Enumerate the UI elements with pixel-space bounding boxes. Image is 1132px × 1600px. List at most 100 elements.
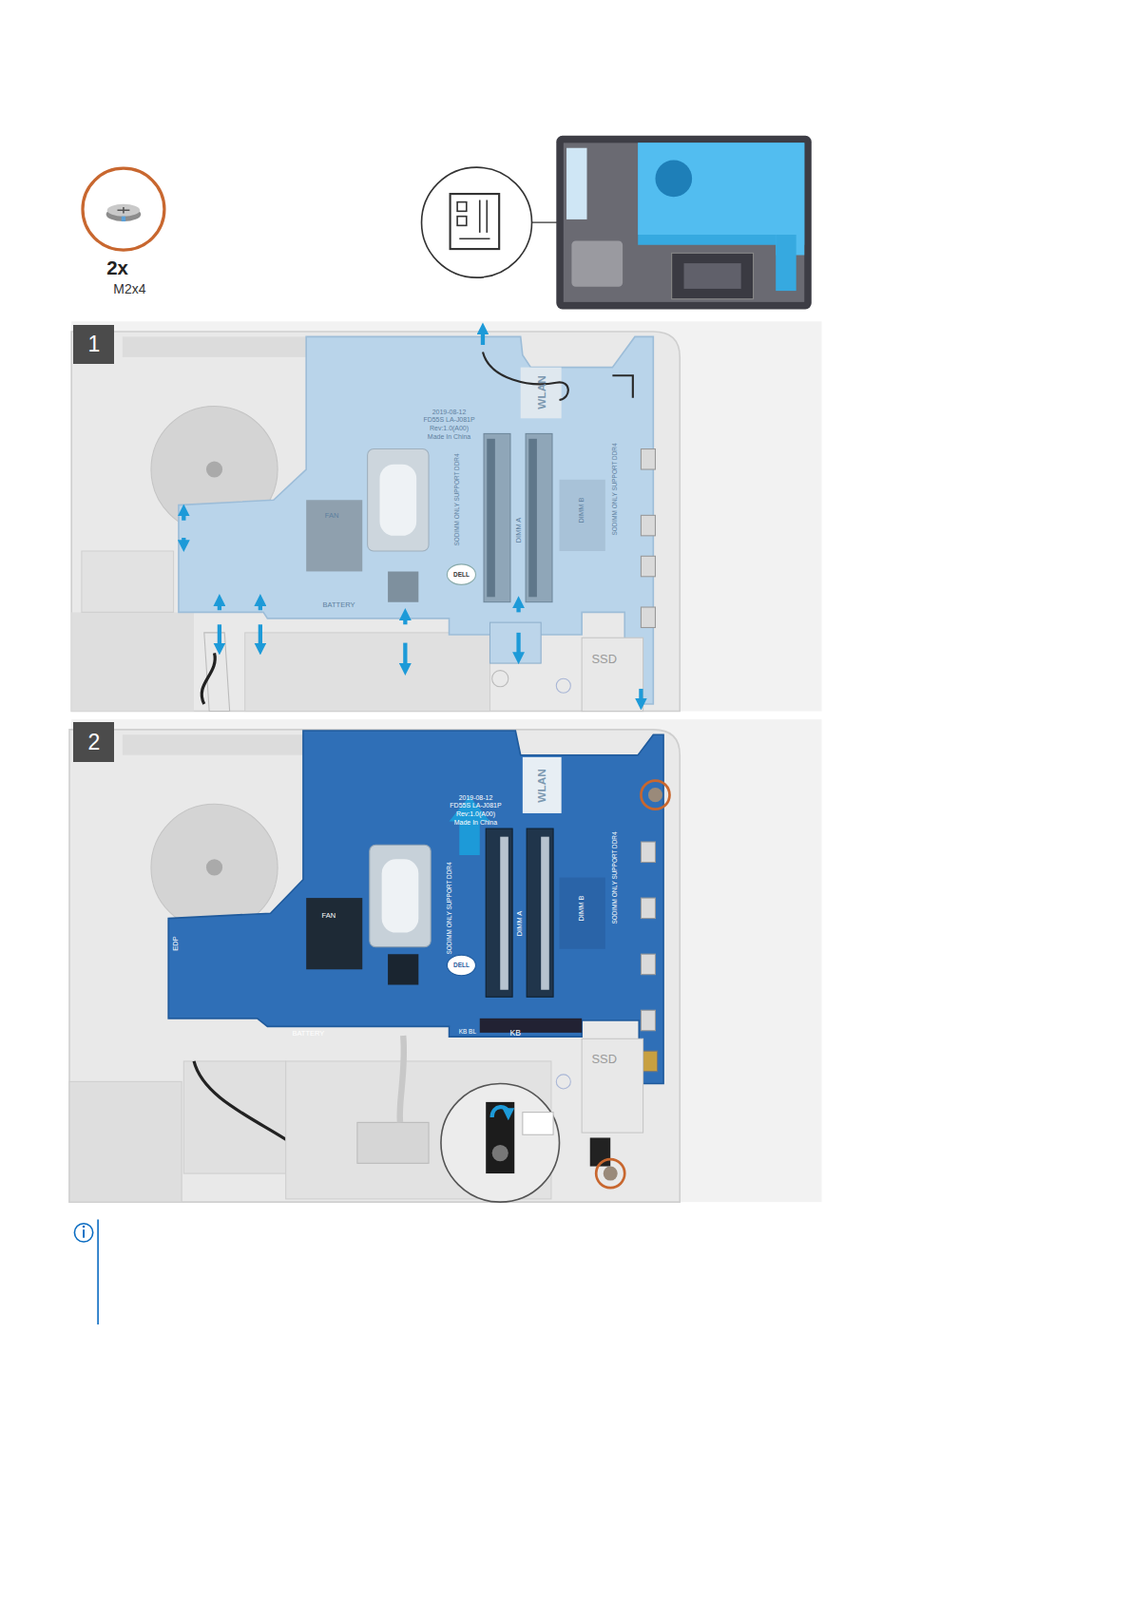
step-2-illustration-part [640,1010,655,1031]
locator-thumbnail-part [571,240,623,287]
step-2-illustration-part [151,804,278,931]
board-label: DIMM A [514,518,522,544]
step-1-illustration-part [640,556,655,576]
step-1-illustration-part-part [181,510,186,521]
board-print: 2019-08-12 [459,794,494,803]
screw-icon [82,168,165,250]
locator-thumbnail-part [459,238,490,241]
step-1-illustration-part [525,433,553,602]
step-1-illustration-part [245,633,491,712]
step-2-illustration-part [357,1122,429,1164]
step-2-illustration [69,719,822,1203]
step-2-illustration-part [522,757,562,814]
step-1-illustration-part [380,464,418,537]
step-1-illustration-part-part [480,328,485,346]
board-label: EDP [172,937,180,952]
step-2-illustration-part [122,734,307,755]
step-2-illustration-part [640,781,670,810]
locator-thumbnail-part [450,193,500,250]
locator-thumbnail-part [422,167,533,278]
locator-thumbnail-part [566,148,587,220]
board-print: SODIMM ONLY SUPPORT DDR4 [445,862,453,955]
bay-label: SSD [592,1053,617,1067]
board-print: FD55S LA-J081P [422,417,475,425]
step-badge: 2 [73,722,115,763]
step-2-illustration-part [640,898,655,919]
screw-icon-part [121,216,126,222]
board-label: DIMM B [577,895,586,921]
step-2-illustration-part [640,954,655,975]
step-badge: 1 [73,325,115,365]
step-number: 1 [87,331,100,358]
board-label: WLAN [536,376,549,410]
quantity: 2x [106,257,129,279]
step-2-illustration-part [69,729,680,1203]
step-1-illustration-part [183,328,641,705]
step-1-illustration-part [367,449,429,552]
step-1-illustration-part [489,622,541,664]
step-1-illustration-part [483,433,511,602]
step-1-illustration-part-part [258,600,263,612]
step-number: 2 [87,729,100,756]
step-2-illustration-part [183,1061,286,1174]
step-1-illustration-part [122,336,307,357]
step-1-illustration-part [71,321,822,711]
board-print: SODIMM ONLY SUPPORT DDR4 [611,831,618,924]
board-print: Made In China [454,819,498,827]
board-print: Rev:1.0(A00) [429,424,469,433]
step-1-illustration-part [581,637,643,711]
step-1-illustration-part [71,331,680,712]
step-2-illustration-part [540,837,550,991]
step-2-illustration-part [387,954,419,985]
step-1-illustration-part-part [217,624,222,650]
board-label: DIMM A [515,911,523,938]
step-1-illustration-part [556,678,571,693]
step-1-illustration-part [482,352,569,401]
board-label: KB BL [459,1028,477,1036]
note-icon [74,1219,98,1325]
step-2-illustration-part [441,1084,560,1204]
step-1-illustration-part-part [258,624,263,650]
step-1-illustration-part [201,652,215,705]
note-icon-part [82,1226,86,1229]
step-2-illustration-part [206,859,223,876]
logo: DELL [453,961,470,969]
step-1-illustration-part [204,633,231,712]
step-2-illustration-part [522,1112,554,1136]
locator-thumbnail-part [485,200,488,233]
locator-thumbnail-part [684,263,742,289]
bay-label: SSD [592,652,617,667]
step-2-illustration-part [485,1102,515,1174]
step-1-illustration-part [492,671,509,688]
step-1-illustration-part-part [181,537,186,547]
board-label: BATTERY [323,601,356,610]
screw-icon-part [82,168,165,250]
step-2-illustration-part [643,1051,658,1072]
board-print: 2019-08-12 [432,408,467,417]
step-1-illustration-part-part [516,633,520,659]
step-1-illustration-part [446,564,476,585]
step-1-illustration-part-part [402,643,407,671]
step-1-illustration-part [387,571,419,602]
step-2-illustration-part [69,1081,182,1203]
locator-thumbnail-part [775,234,796,291]
logo: DELL [453,571,470,578]
board-print: SODIMM ONLY SUPPORT DDR4 [454,454,461,547]
locator-thumbnail-part [457,202,467,212]
step-1-illustration-part [486,439,496,597]
step-2-illustration-part [168,730,664,1085]
step-2-illustration-part [492,1145,509,1162]
step-2-illustration-part [446,955,476,976]
step-2-illustration-part [640,842,655,863]
locator-thumbnail-part [671,252,754,299]
screw-size: M2x4 [113,282,146,297]
step-2-illustration-part [485,828,513,998]
step-2-illustration-part [492,1107,509,1118]
step-2-illustration-part [369,844,431,947]
locator-thumbnail-part [479,200,481,233]
screw-icon-part [107,204,140,217]
board-print: Rev:1.0(A00) [456,810,496,819]
step-2-illustration-part [400,1036,404,1123]
step-1-illustration-part [520,367,562,420]
